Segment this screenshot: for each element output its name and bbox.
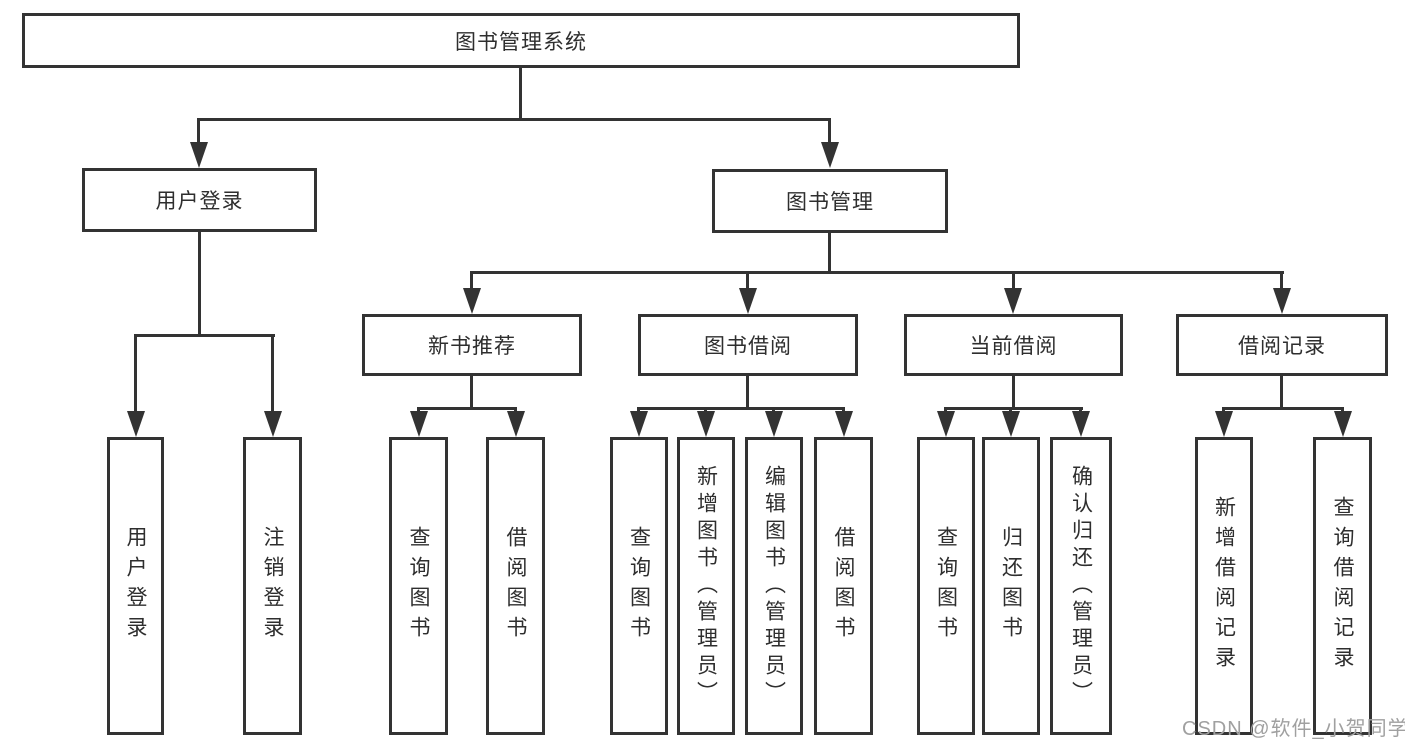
node-book-management: 图书管理 (712, 169, 948, 233)
arrowhead-borrow-4 (835, 411, 853, 437)
connector-current-stem (1012, 376, 1015, 409)
connector-drop-borrow (746, 271, 749, 294)
connector-recommend-stem (470, 376, 473, 409)
leaf-login-logout: 注销登录 (243, 437, 302, 735)
arrowhead-recommend (463, 288, 481, 314)
connector-current-split (944, 407, 1083, 410)
connector-login-stem (198, 232, 201, 336)
leaf-login-user-login: 用户登录 (107, 437, 164, 735)
arrowhead-borrow-3 (765, 411, 783, 437)
connector-mgmt-split (470, 271, 1284, 274)
leaf-borrow-borrow-books: 借阅图书 (814, 437, 873, 735)
arrowhead-borrow-1 (630, 411, 648, 437)
arrowhead-borrow (739, 288, 757, 314)
leaf-borrow-edit-books-admin: 编辑图书（管理员） (745, 437, 803, 735)
arrowhead-records-2 (1334, 411, 1352, 437)
arrowhead-current-3 (1072, 411, 1090, 437)
arrowhead-book-management (821, 142, 839, 168)
connector-drop-current (1012, 271, 1015, 294)
connector-borrow-split (637, 407, 845, 410)
connector-root-stem (519, 68, 522, 120)
node-library-management-system: 图书管理系统 (22, 13, 1020, 68)
connector-records-stem (1280, 376, 1283, 409)
connector-drop-records (1280, 271, 1283, 294)
leaf-current-return-books: 归还图书 (982, 437, 1040, 735)
leaf-records-add-borrow-record: 新增借阅记录 (1195, 437, 1253, 735)
arrowhead-current-1 (937, 411, 955, 437)
connector-records-split (1222, 407, 1344, 410)
arrowhead-recommend-1 (410, 411, 428, 437)
arrowhead-user-login (190, 142, 208, 168)
connector-borrow-stem (746, 376, 749, 409)
arrowhead-records (1273, 288, 1291, 314)
node-current-borrow: 当前借阅 (904, 314, 1123, 376)
node-user-login: 用户登录 (82, 168, 317, 232)
arrowhead-login-2 (264, 411, 282, 437)
leaf-current-query-books: 查询图书 (917, 437, 975, 735)
connector-drop-user-login (197, 118, 200, 146)
leaf-records-query-borrow-record: 查询借阅记录 (1313, 437, 1372, 735)
connector-drop-login-1 (134, 334, 137, 413)
arrowhead-login-1 (127, 411, 145, 437)
leaf-borrow-add-books-admin: 新增图书（管理员） (677, 437, 735, 735)
node-book-borrow: 图书借阅 (638, 314, 858, 376)
arrowhead-current (1004, 288, 1022, 314)
connector-drop-book-management (828, 118, 831, 146)
connector-drop-login-2 (271, 334, 274, 413)
connector-mgmt-stem (828, 233, 831, 274)
arrowhead-recommend-2 (507, 411, 525, 437)
leaf-current-confirm-return-admin: 确认归还（管理员） (1050, 437, 1112, 735)
arrowhead-records-1 (1215, 411, 1233, 437)
leaf-borrow-query-books: 查询图书 (610, 437, 668, 735)
connector-root-split (197, 118, 831, 121)
arrowhead-borrow-2 (697, 411, 715, 437)
arrowhead-current-2 (1002, 411, 1020, 437)
connector-drop-recommend (470, 271, 473, 294)
connector-login-split (134, 334, 275, 337)
node-borrow-records: 借阅记录 (1176, 314, 1388, 376)
watermark: CSDN @软件_小贺同学 (1182, 718, 1405, 740)
leaf-recommend-borrow-books: 借阅图书 (486, 437, 545, 735)
leaf-recommend-query-books: 查询图书 (389, 437, 448, 735)
connector-recommend-split (417, 407, 517, 410)
node-new-book-recommend: 新书推荐 (362, 314, 582, 376)
